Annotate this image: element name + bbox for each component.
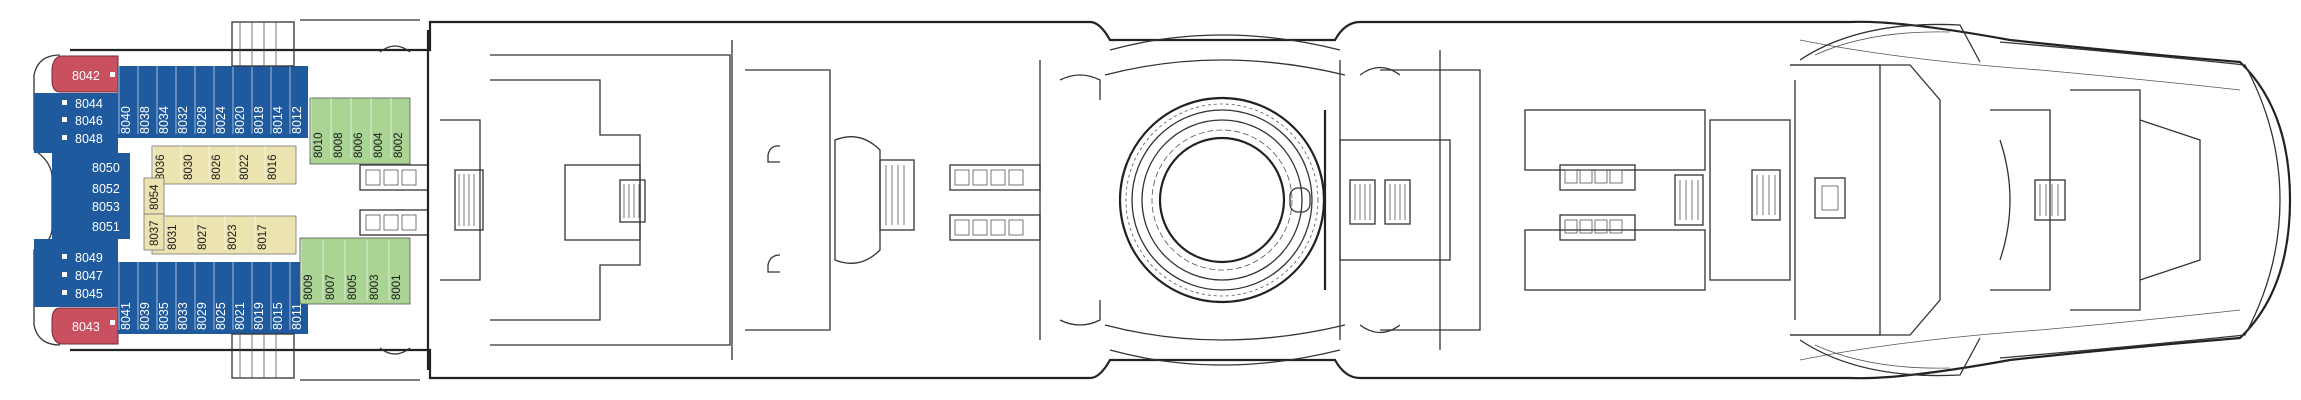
cabin-label[interactable]: 8036: [155, 154, 167, 180]
cabin-label[interactable]: 8053: [92, 200, 120, 214]
cabin-label[interactable]: 8009: [303, 274, 315, 300]
cabin-label[interactable]: 8032: [176, 106, 190, 134]
cabin-label[interactable]: 8002: [393, 132, 405, 158]
cabin-label[interactable]: 8033: [176, 302, 190, 330]
cabin-label[interactable]: 8037: [149, 220, 161, 246]
cabin-label[interactable]: 8023: [227, 224, 239, 250]
staircase-icon: [619, 179, 646, 223]
cabin-label[interactable]: 8014: [271, 106, 285, 134]
cabin-label[interactable]: 8011: [290, 303, 304, 330]
cabin-label[interactable]: 8026: [211, 154, 223, 180]
cabin-label[interactable]: 8050: [92, 161, 120, 175]
cabin-label[interactable]: 8044: [75, 97, 103, 111]
staircase-icon: [1751, 169, 1781, 221]
structure-aft: [231, 21, 1041, 379]
cabin-label[interactable]: 8001: [391, 274, 403, 300]
square-marker-icon: [62, 272, 67, 277]
square-marker-icon: [110, 72, 115, 77]
top-balcony-row: 8040 8038 8034 8032 8028 8024 8020 8018 8014 8012: [118, 66, 304, 134]
square-marker-icon: [62, 135, 67, 140]
bottom-balcony-row: 8041 8039 8035 8033 8029 8025 8021 8019 8015 8011: [118, 262, 304, 330]
cabin-label[interactable]: 8040: [119, 106, 133, 134]
top-oceanview-row: 8010 8008 8006 8004 8002: [310, 98, 405, 158]
suite-label-top: 8042: [72, 69, 100, 83]
square-marker-icon: [110, 320, 115, 325]
cabin-label[interactable]: 8017: [257, 224, 269, 250]
cabin-label[interactable]: 8034: [157, 106, 171, 134]
cabin-label[interactable]: 8004: [373, 132, 385, 158]
cabin-label[interactable]: 8020: [233, 106, 247, 134]
cabin-label[interactable]: 8029: [195, 302, 209, 330]
cabin-label[interactable]: 8052: [92, 182, 120, 196]
door-arc: [379, 347, 411, 355]
staircase-icon: [454, 169, 484, 231]
suite-label-bottom: 8043: [72, 320, 100, 334]
square-marker-icon: [62, 254, 67, 259]
door-arc: [379, 45, 411, 53]
cabin-label[interactable]: 8003: [369, 274, 381, 300]
bow-stairs: [1799, 23, 1981, 377]
cabin-label[interactable]: 8031: [167, 224, 179, 250]
bottom-oceanview-row: 8009 8007 8005 8003 8001: [300, 240, 403, 300]
cabin-label[interactable]: 8039: [138, 302, 152, 330]
cabin-label[interactable]: 8015: [271, 302, 285, 330]
top-interior-row: 8036 8030 8026 8022 8016: [152, 146, 279, 180]
atrium: [1059, 34, 1401, 366]
cabin-label[interactable]: 8006: [353, 132, 365, 158]
staircase-icon: [879, 159, 915, 231]
cabin-label[interactable]: 8022: [239, 154, 251, 180]
cabin-label[interactable]: 8012: [290, 106, 304, 134]
suite-cabin-bottom[interactable]: [51, 307, 119, 345]
cabin-label[interactable]: 8038: [138, 106, 152, 134]
suite-cabin-top[interactable]: [51, 55, 119, 93]
bottom-interior-row: 8031 8027 8023 8017: [164, 216, 269, 250]
cabin-label[interactable]: 8047: [75, 269, 103, 283]
cabin-label[interactable]: 8010: [313, 132, 325, 158]
staircase-icon: [2034, 179, 2066, 221]
cabin-label[interactable]: 8008: [333, 132, 345, 158]
cabin-label[interactable]: 8041: [119, 302, 133, 330]
cabin-label[interactable]: 8005: [347, 274, 359, 300]
stern-cabin-labels: 8044 8046 8048 8050 8052 8053 8051 8049 8047 8045: [62, 97, 120, 301]
cabin-label[interactable]: 8046: [75, 114, 103, 128]
cabin-label[interactable]: 8024: [214, 106, 228, 134]
cabin-label[interactable]: 8028: [195, 106, 209, 134]
cabin-label[interactable]: 8021: [233, 302, 247, 330]
structure-forward: [1323, 23, 2201, 377]
cabin-area: 8042 8043 804480468048805080528053805180…: [34, 55, 411, 345]
cabin-label[interactable]: 8007: [325, 274, 337, 300]
square-marker-icon: [62, 290, 67, 295]
cabin-label[interactable]: 8018: [252, 106, 266, 134]
cabin-label[interactable]: 8051: [92, 220, 120, 234]
square-marker-icon: [62, 100, 67, 105]
cabin-label[interactable]: 8027: [197, 224, 209, 250]
cabin-label[interactable]: 8035: [157, 302, 171, 330]
cabin-label[interactable]: 8030: [183, 154, 195, 180]
cabin-label[interactable]: 8019: [252, 302, 266, 330]
cabin-label[interactable]: 8054: [149, 184, 161, 210]
cabin-label[interactable]: 8025: [214, 302, 228, 330]
cabin-label[interactable]: 8016: [267, 154, 279, 180]
cabin-label[interactable]: 8048: [75, 132, 103, 146]
square-marker-icon: [62, 117, 67, 122]
hull-outline: [70, 19, 2292, 381]
staircase-icon: [1349, 179, 1411, 225]
cabin-label[interactable]: 8045: [75, 287, 103, 301]
cabin-label[interactable]: 8049: [75, 251, 103, 265]
staircase-icon: [1674, 174, 1704, 226]
